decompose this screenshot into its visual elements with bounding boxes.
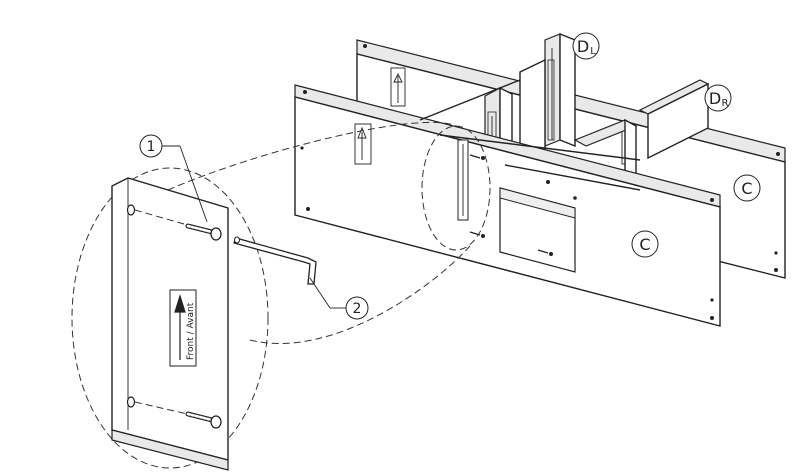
back-panel-front-marker	[390, 67, 406, 107]
allen-key-icon	[233, 236, 317, 285]
label-dr-main: D	[709, 89, 721, 108]
callout-1-text: 1	[147, 139, 156, 155]
label-dl-main: D	[577, 37, 589, 56]
connector-rails	[419, 79, 641, 191]
callout-2-text: 2	[353, 301, 362, 317]
right-divider-panel	[573, 118, 638, 180]
screw-icon-lower	[185, 411, 222, 429]
label-c-back: C	[733, 174, 761, 202]
label-dl: D L	[572, 32, 600, 60]
label-c-back-text: C	[741, 179, 752, 198]
front-panel-cutaway	[499, 180, 577, 273]
callout-2: 2	[309, 277, 369, 320]
detail-front-marker-text: Front / Avant	[186, 302, 196, 360]
label-dl-sub: L	[590, 46, 596, 57]
detail-zoom-lines	[71, 121, 491, 469]
label-c-front: C	[631, 230, 659, 258]
detail-front-marker: Front / Avant	[169, 289, 197, 367]
assembly-screw-3	[537, 249, 553, 256]
label-dr-sub: R	[722, 98, 729, 109]
label-c-front-text: C	[639, 235, 650, 254]
hinge-rail-left	[457, 139, 469, 221]
divider-panel-dl	[519, 32, 576, 164]
screw-icon	[185, 223, 222, 241]
arrow-up-icon	[174, 293, 186, 360]
callout-1: 1	[139, 134, 208, 223]
divider-panel-dr	[638, 79, 710, 160]
front-panel-front-marker	[354, 123, 372, 165]
assembly-screw-1	[469, 154, 485, 160]
label-dr: D R	[704, 84, 732, 112]
